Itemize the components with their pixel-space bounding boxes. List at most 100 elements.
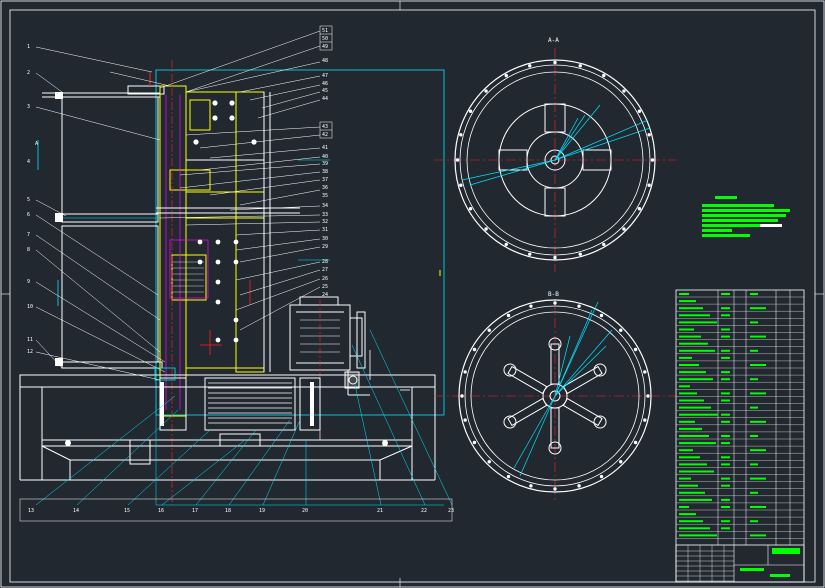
bolt-hole <box>578 64 582 68</box>
title-block <box>675 544 805 583</box>
part-label: 50 <box>322 36 328 42</box>
bolt-hole <box>602 73 606 78</box>
section-a-title: A-A <box>548 37 559 44</box>
bolt-hole <box>637 109 642 113</box>
left-part-labels: 1 2 3 4 5 6 7 8 9 10 11 12 <box>27 44 33 355</box>
arm-end <box>503 363 517 377</box>
part-label: 30 <box>322 236 328 242</box>
bolt-hole <box>455 158 460 162</box>
table-entry <box>679 527 710 530</box>
bolt-hole <box>460 394 464 398</box>
bolt-hole <box>468 109 473 113</box>
part-label: 38 <box>322 169 328 175</box>
table-entry <box>679 435 709 437</box>
svg-text:A: A <box>35 141 38 147</box>
table-entry <box>679 506 689 508</box>
part-label: 26 <box>322 276 328 282</box>
table-entry <box>679 371 706 374</box>
part-label: 45 <box>322 88 328 94</box>
table-entry <box>750 293 758 295</box>
bolt-hole <box>528 64 532 68</box>
table-entry <box>679 321 717 324</box>
bottom-part-labels: 13 14 15 16 17 18 19 20 21 22 23 <box>28 508 454 514</box>
rotor-arm <box>550 343 560 385</box>
table-entry <box>679 392 697 395</box>
part-label: 37 <box>322 177 328 183</box>
part-label: 14 <box>73 508 79 514</box>
bolt-hole <box>578 252 582 256</box>
part-label: 8 <box>27 247 30 253</box>
bolt-hole <box>619 460 623 464</box>
table-entry <box>679 427 702 430</box>
part-label: 18 <box>225 508 231 514</box>
table-entry <box>750 449 766 452</box>
table-entry <box>721 506 730 508</box>
table-entry <box>679 413 718 416</box>
bolt-hole <box>472 440 477 445</box>
table-entry <box>679 406 711 409</box>
part-label: 15 <box>124 508 130 514</box>
rotor-arm <box>550 407 560 449</box>
part-label: 43 <box>322 124 328 130</box>
bolt-hole <box>463 418 467 422</box>
table-entry <box>679 477 691 480</box>
bolt-hole <box>529 484 533 488</box>
part-label: 19 <box>259 508 265 514</box>
table-entry <box>721 498 730 501</box>
part-label: 1 <box>27 44 30 50</box>
table-entry <box>679 293 689 295</box>
arm-end <box>548 441 562 455</box>
bolt-hole <box>504 242 508 247</box>
part-label: 25 <box>322 284 328 290</box>
part-label: 34 <box>322 203 328 209</box>
rotor-arm <box>507 365 548 395</box>
bolt-hole <box>459 133 463 137</box>
part-label: 31 <box>322 227 328 233</box>
part-label: 17 <box>192 508 198 514</box>
table-entry <box>721 413 730 416</box>
table-entry <box>679 364 699 366</box>
table-entry <box>679 520 703 523</box>
bolt-hole <box>472 347 477 352</box>
rotor-arm <box>562 365 603 395</box>
bolt-hole <box>577 304 581 308</box>
table-entry <box>750 506 766 508</box>
table-entry <box>721 442 730 445</box>
part-label: 42 <box>322 132 328 138</box>
table-entry <box>679 420 695 423</box>
table-entry <box>721 420 730 423</box>
bolt-hole <box>633 347 638 352</box>
arm-end <box>593 415 607 429</box>
table-entry <box>750 534 766 537</box>
table-entry <box>721 293 730 295</box>
bolt-hole <box>553 255 557 260</box>
table-entry <box>750 321 758 324</box>
table-entry <box>679 534 717 537</box>
table-entry <box>721 463 730 466</box>
part-label: 10 <box>27 304 33 310</box>
table-entry <box>679 378 713 381</box>
table-entry <box>679 456 700 459</box>
part-label: 29 <box>322 244 328 250</box>
bolt-hole <box>622 227 626 231</box>
rotor-arm <box>562 397 603 427</box>
part-label: 13 <box>28 508 34 514</box>
bolt-hole <box>643 418 647 422</box>
table-entry <box>750 420 766 423</box>
part-label: 11 <box>27 337 33 343</box>
part-label: 12 <box>27 349 33 355</box>
bolt-hole <box>463 370 467 374</box>
right-part-labels-mid: 34 33 32 31 30 29 28 27 26 25 24 <box>322 203 328 298</box>
table-entry <box>750 349 758 352</box>
bolt-hole <box>504 73 508 78</box>
table-entry <box>750 463 758 466</box>
bolt-hole <box>633 440 638 445</box>
bolt-hole <box>484 227 488 231</box>
table-entry <box>750 520 758 523</box>
part-label: 51 <box>322 28 328 34</box>
table-entry <box>750 477 766 480</box>
table-entry <box>721 484 730 487</box>
table-entry <box>721 335 730 338</box>
